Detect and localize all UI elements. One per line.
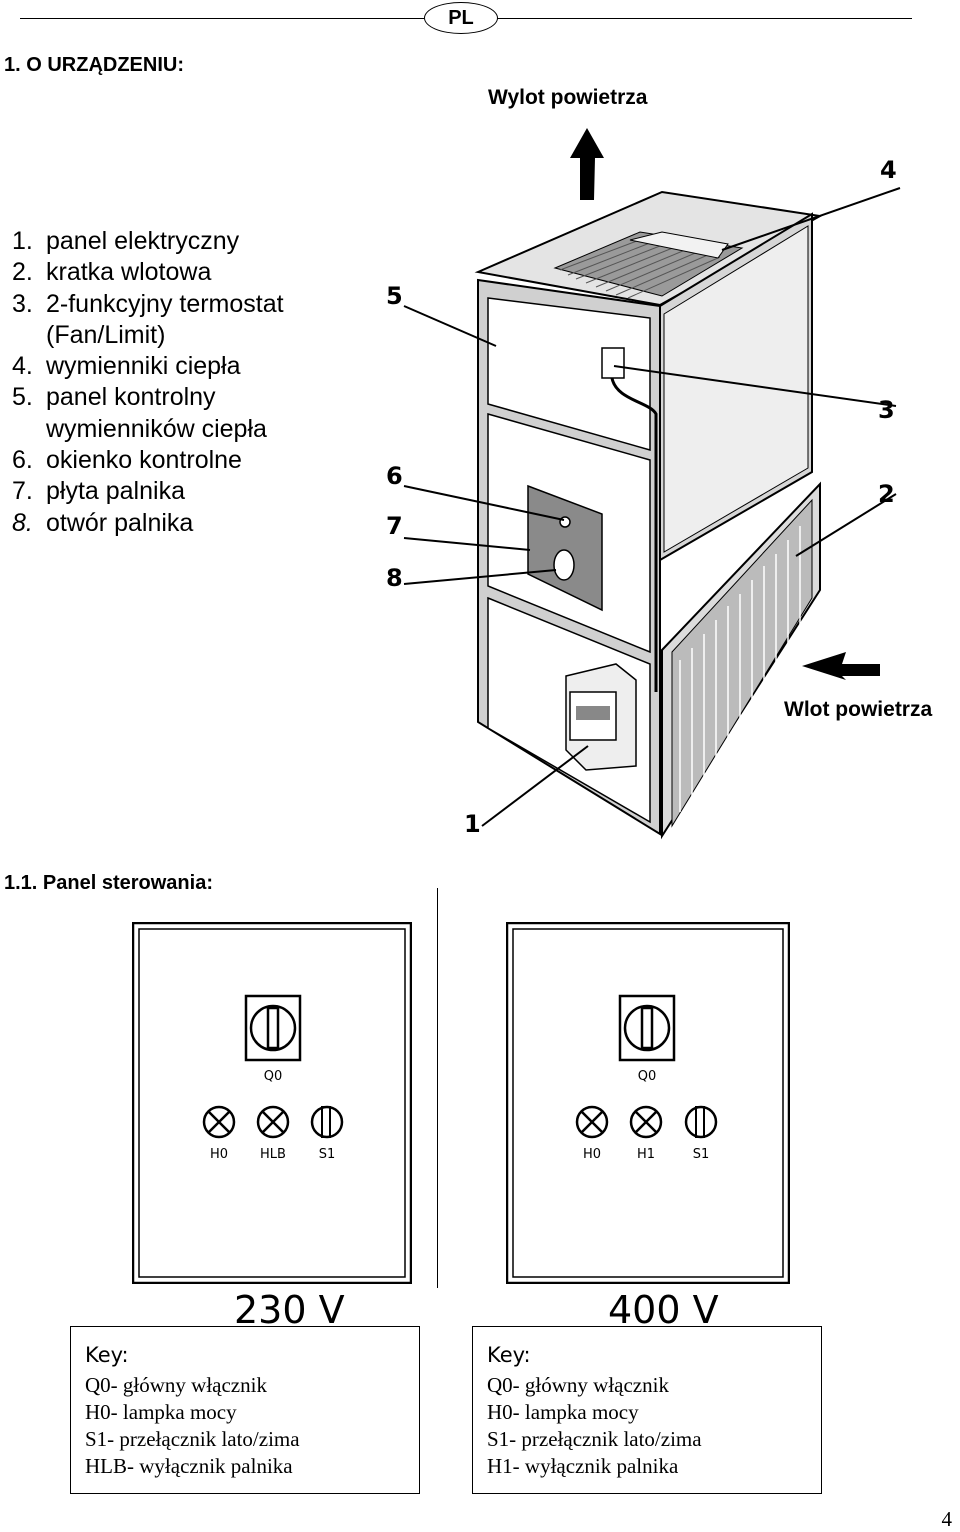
key-box-230v: Key: Q0- główny włącznik H0- lampka mocy… xyxy=(70,1326,420,1494)
parts-list-text: otwór palnika xyxy=(46,508,194,537)
key-line: HLB- wyłącznik palnika xyxy=(85,1454,293,1478)
burner-lamp-icon xyxy=(629,1105,663,1139)
parts-list-item: 2. kratka wlotowa xyxy=(12,257,284,288)
key-line: Q0- główny włącznik xyxy=(487,1373,669,1397)
page-number: 4 xyxy=(941,1507,953,1531)
parts-list-text: okienko kontrolne xyxy=(46,446,242,475)
parts-list-number: 5. xyxy=(12,383,33,412)
indicator-label-s1: S1 xyxy=(693,1147,710,1162)
parts-list-item: 6. okienko kontrolne xyxy=(12,445,284,476)
power-lamp-icon xyxy=(575,1105,609,1139)
main-switch-icon xyxy=(618,994,676,1062)
outlet-arrow-icon xyxy=(570,128,604,200)
header-rule-right xyxy=(496,18,912,19)
key-title: Key: xyxy=(85,1343,129,1367)
season-switch-icon xyxy=(684,1105,718,1139)
parts-list: 1. panel elektryczny 2. kratka wlotowa 3. 2-f… xyxy=(12,226,284,539)
voltage-label-400v: 400 V xyxy=(608,1288,719,1332)
parts-list-item: (Fan/Limit) xyxy=(12,320,284,351)
parts-list-item: 4. wymienniki ciepła xyxy=(12,351,284,382)
season-switch-icon xyxy=(310,1105,344,1139)
callout-4: 4 xyxy=(880,156,897,184)
key-line: H1- wyłącznik palnika xyxy=(487,1454,679,1478)
callout-8: 8 xyxy=(386,564,403,592)
parts-list-number: 8. xyxy=(12,508,33,537)
section-title: 1. O URZĄDZENIU: xyxy=(4,54,184,76)
panel-divider xyxy=(437,888,438,1288)
key-line: H0- lampka mocy xyxy=(85,1400,237,1424)
parts-list-number: 4. xyxy=(12,352,33,381)
voltage-label-230v: 230 V xyxy=(234,1288,345,1332)
key-line: H0- lampka mocy xyxy=(487,1400,639,1424)
parts-list-text: wymienników ciepła xyxy=(46,414,267,443)
parts-list-number: 6. xyxy=(12,446,33,475)
callout-2: 2 xyxy=(878,480,895,508)
callout-5: 5 xyxy=(386,282,403,310)
power-lamp-icon xyxy=(202,1105,236,1139)
inlet-label: Wlot powietrza xyxy=(784,698,933,721)
switch-label: Q0 xyxy=(638,1069,657,1084)
parts-list-item: 7. płyta palnika xyxy=(12,476,284,507)
language-badge: PL xyxy=(424,2,498,34)
indicator-label-h0: H0 xyxy=(583,1147,601,1162)
callout-7: 7 xyxy=(386,512,403,540)
callout-6: 6 xyxy=(386,462,403,490)
callout-1: 1 xyxy=(464,810,481,838)
indicator-label-hlb: HLB xyxy=(260,1147,286,1162)
parts-list-text: wymienniki ciepła xyxy=(46,352,241,381)
parts-list-item: 8. otwór palnika xyxy=(12,508,284,539)
indicator-label-h1: H1 xyxy=(637,1147,655,1162)
callout-3: 3 xyxy=(878,396,895,424)
parts-list-text: (Fan/Limit) xyxy=(46,320,166,349)
control-panel-230v: Q0 H0 HLB S1 xyxy=(131,921,413,1285)
heater-diagram: 4 5 3 2 6 7 8 1 xyxy=(386,128,901,840)
parts-list-item: 3. 2-funkcyjny termostat xyxy=(12,289,284,320)
burner-lamp-icon xyxy=(256,1105,290,1139)
parts-list-item: 5. panel kontrolny xyxy=(12,382,284,413)
outlet-label: Wylot powietrza xyxy=(488,86,648,109)
subsection-title: 1.1. Panel sterowania: xyxy=(4,872,213,894)
parts-list-number: 1. xyxy=(12,227,33,255)
switch-label: Q0 xyxy=(264,1069,283,1084)
parts-list-text: panel elektryczny xyxy=(46,227,240,255)
parts-list-text: płyta palnika xyxy=(46,477,185,506)
parts-list-item: 1. panel elektryczny xyxy=(12,226,284,257)
parts-list-text: panel kontrolny xyxy=(46,383,216,412)
parts-list-number: 7. xyxy=(12,477,33,506)
main-switch-icon xyxy=(244,994,302,1062)
parts-list-number: 2. xyxy=(12,258,33,287)
inlet-arrow-icon xyxy=(802,652,880,680)
parts-list-text: 2-funkcyjny termostat xyxy=(46,289,284,318)
key-title: Key: xyxy=(487,1343,531,1367)
header-rule-left xyxy=(20,18,424,19)
indicator-label-h0: H0 xyxy=(210,1147,228,1162)
key-line: S1- przełącznik lato/zima xyxy=(85,1427,300,1451)
indicator-label-s1: S1 xyxy=(319,1147,336,1162)
parts-list-item: wymienników ciepła xyxy=(12,414,284,445)
control-panel-400v: Q0 H0 H1 S1 xyxy=(505,921,791,1285)
parts-list-text: kratka wlotowa xyxy=(46,258,212,287)
parts-list-number: 3. xyxy=(12,289,33,318)
key-line: S1- przełącznik lato/zima xyxy=(487,1427,702,1451)
key-box-400v: Key: Q0- główny włącznik H0- lampka mocy… xyxy=(472,1326,822,1494)
key-line: Q0- główny włącznik xyxy=(85,1373,267,1397)
